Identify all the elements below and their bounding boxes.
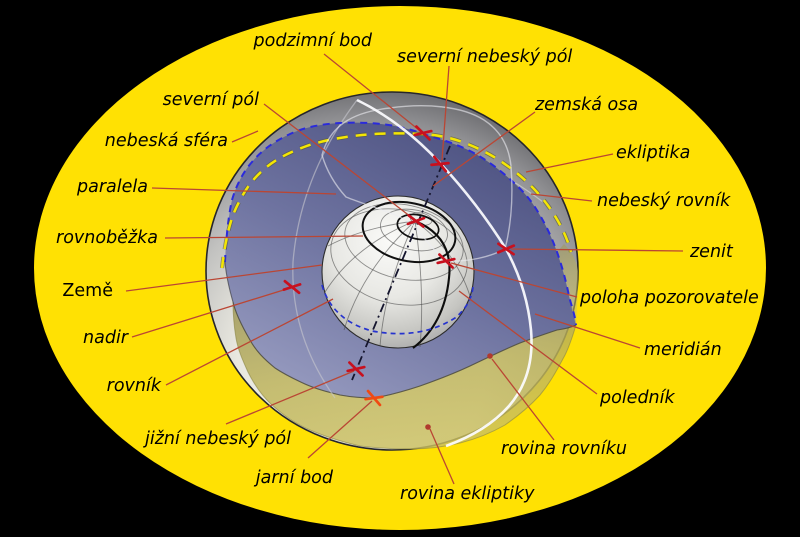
- label-zenit: zenit: [689, 242, 734, 262]
- leader-lines: [125, 53, 684, 485]
- label-jizni-nebesky-pol: jižní nebeský pól: [143, 429, 291, 449]
- leader-rovnobezka: [164, 235, 364, 239]
- leader-polednik: [458, 290, 598, 395]
- leader-nebesky-rovnik: [530, 193, 593, 202]
- x-mark-vernal-equinox: [364, 389, 384, 407]
- label-nebeska-sfera: nebeská sféra: [105, 131, 228, 151]
- meridian-circle-far: [292, 99, 358, 399]
- label-zemska-osa: zemská osa: [534, 95, 638, 115]
- earth-equator: [321, 284, 474, 335]
- x-mark-north-celestial-pole: [430, 155, 450, 173]
- label-poloha-pozorovatele: poloha pozorovatele: [579, 288, 759, 308]
- leader-jarni-bod: [307, 400, 373, 459]
- earth-parallel-bold: [361, 200, 457, 264]
- label-nadir: nadir: [83, 328, 130, 348]
- label-severni-nebesky-pol: severní nebeský pól: [397, 47, 572, 67]
- label-paralela: paralela: [76, 177, 148, 197]
- x-mark-north-pole: [406, 214, 426, 228]
- x-marks: [282, 125, 516, 430]
- leader-severni-pol: [263, 103, 412, 218]
- label-jarni-bod: jarní bod: [254, 468, 334, 488]
- leader-nadir: [131, 287, 291, 338]
- leader-jizni-nebesky-pol: [225, 370, 355, 425]
- earth-meridian-bold: [412, 220, 451, 349]
- ecliptic-line: [219, 131, 574, 269]
- leader-meridian: [534, 313, 641, 349]
- leader-ekliptika: [525, 153, 614, 173]
- labels: podzimní bod severní nebeský pól severní…: [56, 31, 759, 504]
- meridian-circle-near: [356, 98, 533, 448]
- dot-mark-ecliptic-plane: [425, 424, 431, 430]
- label-severni-pol: severní pól: [163, 90, 260, 110]
- earth-polar-circle: [396, 213, 440, 241]
- leader-paralela: [151, 187, 337, 195]
- x-mark-observer-position: [436, 253, 456, 269]
- leader-zeme: [125, 264, 323, 292]
- label-polednik: poledník: [599, 388, 676, 408]
- label-rovina-ekliptiky: rovina ekliptiky: [400, 484, 535, 504]
- leader-rovina-ekliptiky: [429, 428, 455, 485]
- leader-poloha-pozorovatele: [450, 262, 578, 298]
- equatorial-plane-near-edge: [224, 261, 577, 399]
- x-mark-nadir: [282, 279, 302, 295]
- label-zeme: Země: [62, 281, 113, 301]
- x-mark-south-celestial-pole: [346, 361, 366, 377]
- x-mark-zenith: [496, 242, 516, 256]
- leader-severni-nebesky-pol: [441, 65, 450, 161]
- label-ekliptika: ekliptika: [616, 143, 690, 163]
- leader-podzimni-bod: [323, 53, 420, 131]
- leader-zenit: [510, 248, 684, 252]
- label-rovnobezka: rovnoběžka: [56, 228, 158, 248]
- label-rovnik: rovník: [107, 376, 162, 396]
- x-mark-autumnal-equinox: [413, 125, 433, 141]
- label-podzimni-bod: podzimní bod: [253, 31, 373, 51]
- dot-mark-equatorial-plane: [487, 353, 493, 359]
- leader-nebeska-sfera: [231, 130, 259, 143]
- label-meridian: meridián: [644, 340, 722, 360]
- leader-rovnik: [165, 298, 334, 386]
- label-nebesky-rovnik: nebeský rovník: [597, 191, 731, 211]
- ecliptic-plane-right-sliver: [557, 244, 578, 325]
- label-rovina-rovniku: rovina rovníku: [501, 439, 627, 459]
- leader-zemska-osa: [432, 111, 536, 187]
- leader-rovina-rovniku: [491, 358, 555, 441]
